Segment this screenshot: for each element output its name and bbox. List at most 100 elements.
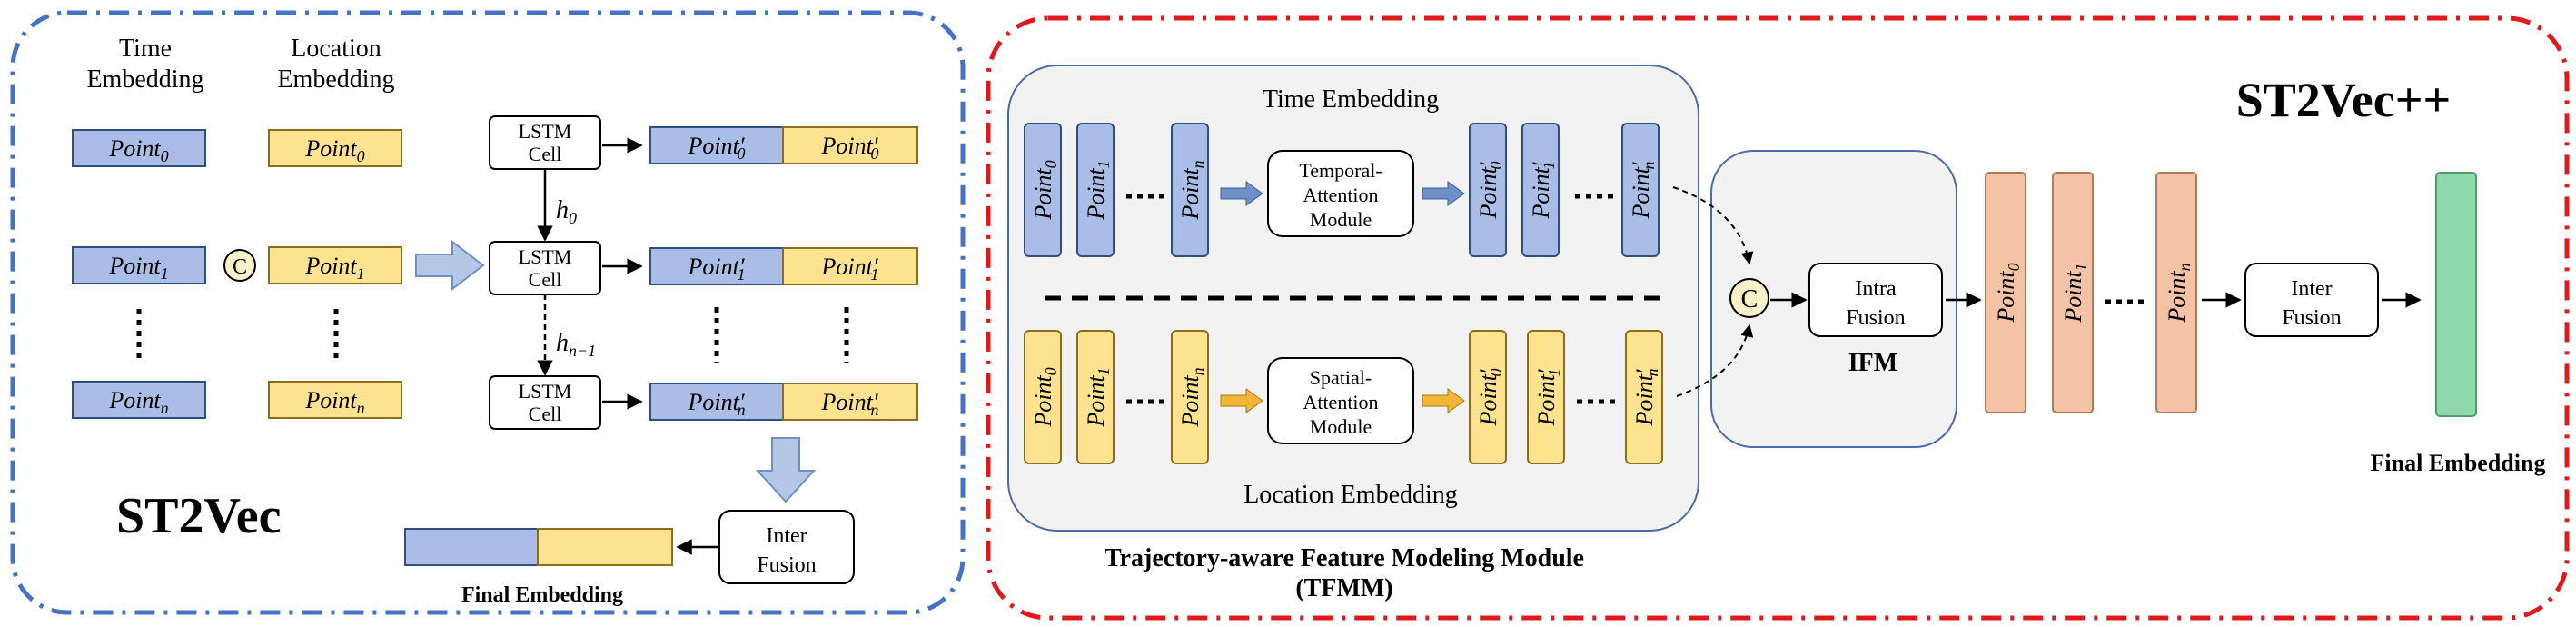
left-output-pair-n: Point′n Point′n [649, 383, 918, 421]
svg-text:Point′0: Point′0 [1475, 368, 1505, 426]
spatial-in-arrow [1220, 388, 1263, 413]
left-location-point-1: Point1 [268, 246, 402, 284]
svg-text:Fusion: Fusion [757, 553, 816, 577]
svg-text:Point′0: Point′0 [1475, 161, 1505, 219]
svg-text:Point′0: Point′0 [820, 133, 878, 163]
intra-fusion-box: Intra Fusion [1808, 263, 1943, 337]
svg-text:Point1: Point1 [304, 253, 364, 283]
tfmm-location-point-n: Pointn [1171, 330, 1209, 464]
svg-text:C: C [1741, 285, 1759, 314]
svg-text:LSTM: LSTM [519, 245, 572, 268]
tfmm-time-output-0: Point′0 [1469, 123, 1507, 257]
spatial-attention-module: Spatial- Attention Module [1267, 357, 1414, 444]
st2vec-plus-title: ST2Vec++ [2236, 73, 2452, 127]
svg-text:Point0: Point0 [1030, 160, 1060, 220]
left-time-point-n: Pointn [72, 381, 206, 419]
tfmm-location-output-1: Point′1 [1527, 330, 1565, 464]
svg-text:Point′n: Point′n [1628, 161, 1658, 219]
svg-text:Point′1: Point′1 [1533, 368, 1563, 426]
left-location-point-0: Point0 [268, 129, 402, 167]
right-final-embedding-label: Final Embedding [2371, 450, 2546, 476]
st2vec-title: ST2Vec [116, 488, 282, 544]
temporal-out-arrow [1422, 181, 1465, 206]
tfmm-time-output-n: Point′n [1621, 123, 1660, 257]
svg-text:Pointn: Pointn [108, 387, 168, 417]
left-concat-symbol: C [223, 249, 256, 282]
temporal-attention-module: Temporal- Attention Module [1267, 150, 1414, 237]
left-time-point-1: Point1 [72, 246, 206, 284]
tfmm-location-point-1: Point1 [1076, 330, 1115, 464]
tfmm-location-point-0: Point0 [1024, 330, 1062, 464]
svg-text:Inter: Inter [766, 524, 807, 548]
tfmm-location-output-n: Point′n [1625, 330, 1663, 464]
left-location-point-n: Pointn [268, 381, 402, 419]
svg-text:Point′n: Point′n [687, 389, 745, 419]
tfmm-time-point-0: Point0 [1024, 123, 1062, 257]
time-to-concat-arrow [1672, 186, 1754, 265]
svg-text:Inter: Inter [2291, 277, 2332, 301]
svg-text:Pointn: Pointn [1177, 367, 1207, 427]
left-final-embedding-label: Final Embedding [461, 583, 623, 607]
lstm-cell-0: LSTM Cell [489, 115, 601, 170]
svg-text:Point′n: Point′n [820, 389, 878, 419]
tfmm-location-output-0: Point′0 [1469, 330, 1507, 464]
svg-text:LSTM: LSTM [519, 120, 572, 143]
svg-text:Point0: Point0 [304, 135, 364, 165]
svg-text:Point1: Point1 [1083, 160, 1113, 220]
fused-point-n: Pointn [2155, 172, 2197, 413]
tfmm-time-point-1: Point1 [1076, 123, 1115, 257]
svg-text:Intra: Intra [1855, 277, 1897, 301]
svg-text:Point0: Point0 [108, 135, 168, 165]
st2vec-panel-border [10, 10, 966, 615]
tfmm-location-embedding-label: Location Embedding [1243, 481, 1458, 509]
svg-text:Point′0: Point′0 [687, 133, 745, 163]
ifm-label: IFM [1848, 349, 1897, 377]
svg-text:Point1: Point1 [108, 253, 168, 283]
left-input-block-arrow [415, 239, 485, 292]
left-final-embedding-bar [404, 528, 673, 566]
svg-text:Spatial-: Spatial- [1310, 366, 1372, 389]
tfmm-time-point-n: Pointn [1171, 123, 1209, 257]
left-output-pair-0: Point′0 Point′0 [649, 126, 918, 164]
location-embedding-header-line1: Location [291, 35, 381, 63]
svg-text:Point0: Point0 [1030, 367, 1060, 427]
location-embedding-header-line2: Embedding [277, 65, 394, 94]
svg-text:Attention: Attention [1303, 391, 1378, 413]
st2vec-plus-panel-border [986, 15, 2570, 621]
svg-text:Pointn: Pointn [2164, 263, 2194, 323]
svg-text:Module: Module [1310, 415, 1372, 438]
svg-text:Pointn: Pointn [1177, 160, 1207, 220]
svg-text:Point0: Point0 [1993, 263, 2023, 323]
tfmm-time-output-1: Point′1 [1521, 123, 1560, 257]
lstm-cell-n: LSTM Cell [489, 375, 601, 430]
time-embedding-header-line2: Embedding [86, 65, 203, 94]
left-output-pair-1: Point′1 Point′1 [649, 247, 918, 285]
svg-text:Attention: Attention [1303, 184, 1378, 206]
svg-text:Cell: Cell [529, 143, 562, 165]
svg-text:Point′1: Point′1 [1528, 161, 1558, 219]
svg-text:Cell: Cell [529, 403, 562, 425]
svg-text:Fusion: Fusion [2282, 306, 2341, 330]
svg-text:Point′1: Point′1 [687, 254, 745, 284]
spatial-out-arrow [1422, 388, 1465, 413]
fused-point-0: Point0 [1985, 172, 2026, 413]
location-to-concat-arrow [1676, 323, 1754, 397]
tfmm-label-line1: Trajectory-aware Feature Modeling Module [1105, 544, 1584, 572]
svg-text:C: C [233, 255, 247, 279]
svg-text:Temporal-: Temporal- [1299, 159, 1382, 182]
svg-text:Fusion: Fusion [1846, 306, 1905, 330]
tfmm-time-embedding-label: Time Embedding [1263, 85, 1439, 114]
svg-text:Pointn: Pointn [304, 387, 364, 417]
temporal-in-arrow [1220, 181, 1263, 206]
tfmm-label-line2: (TFMM) [1295, 574, 1392, 602]
hidden-state-h0-label: h0 [556, 196, 577, 227]
svg-text:Cell: Cell [529, 268, 562, 291]
left-down-block-arrow [755, 437, 817, 503]
fused-point-1: Point1 [2052, 172, 2094, 413]
hidden-state-hn-label: hn−1 [556, 329, 596, 360]
left-time-point-0: Point0 [72, 129, 206, 167]
time-embedding-header-line1: Time [119, 35, 172, 63]
svg-text:Point′n: Point′n [1631, 368, 1661, 426]
left-inter-fusion-box: Inter Fusion [718, 510, 855, 584]
